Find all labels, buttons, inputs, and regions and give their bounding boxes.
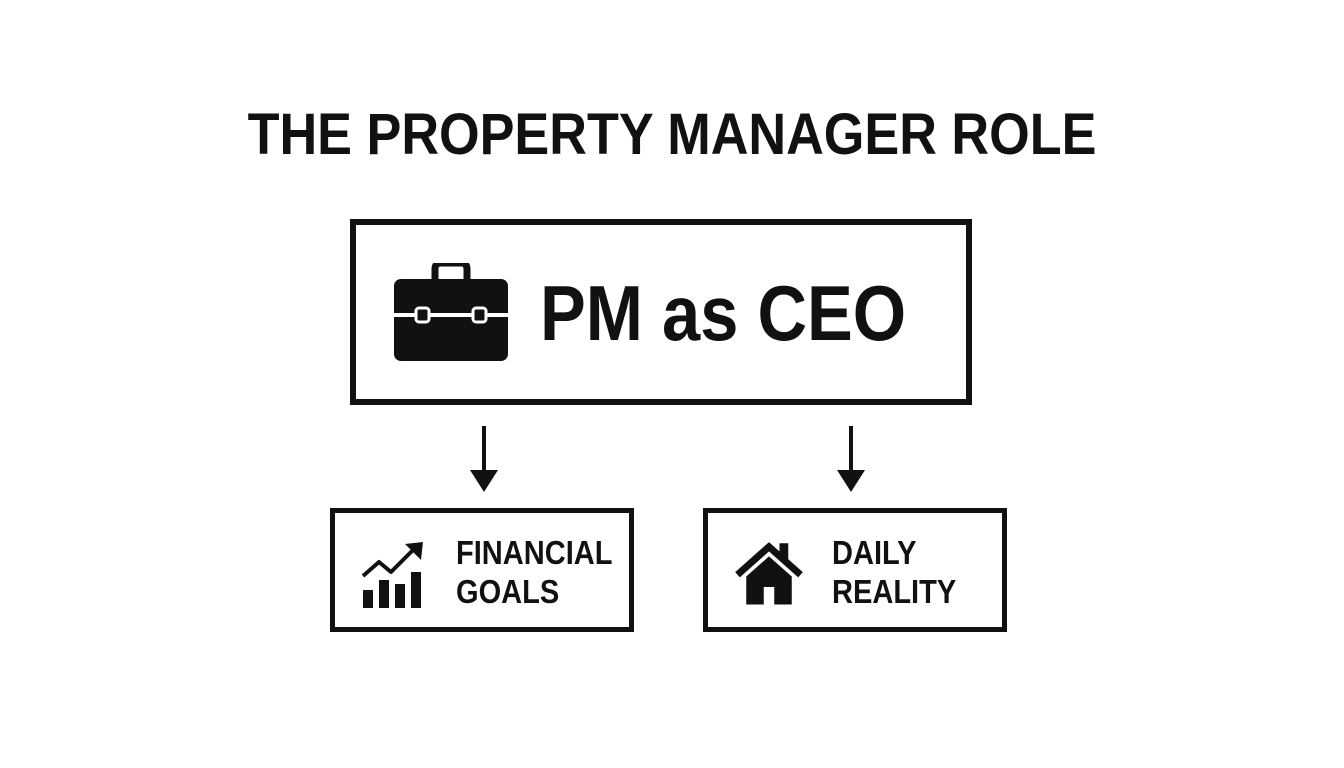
financial-goals-box: FINANCIAL GOALS xyxy=(330,508,634,632)
down-arrow-left xyxy=(470,426,498,492)
diagram-title: THE PROPERTY MANAGER ROLE xyxy=(247,102,1097,167)
growth-chart-icon xyxy=(361,542,423,608)
house-icon xyxy=(735,542,803,605)
daily-reality-box: DAILY REALITY xyxy=(703,508,1007,632)
briefcase-icon xyxy=(394,263,508,361)
down-arrow-right xyxy=(837,426,865,492)
main-node-label: PM as CEO xyxy=(540,269,907,357)
daily-label-line2: REALITY xyxy=(832,573,957,610)
daily-label-line1: DAILY xyxy=(832,534,917,571)
financial-label-line2: GOALS xyxy=(456,573,560,610)
main-node-box: PM as CEO xyxy=(350,219,972,405)
financial-label-line1: FINANCIAL xyxy=(456,534,613,571)
